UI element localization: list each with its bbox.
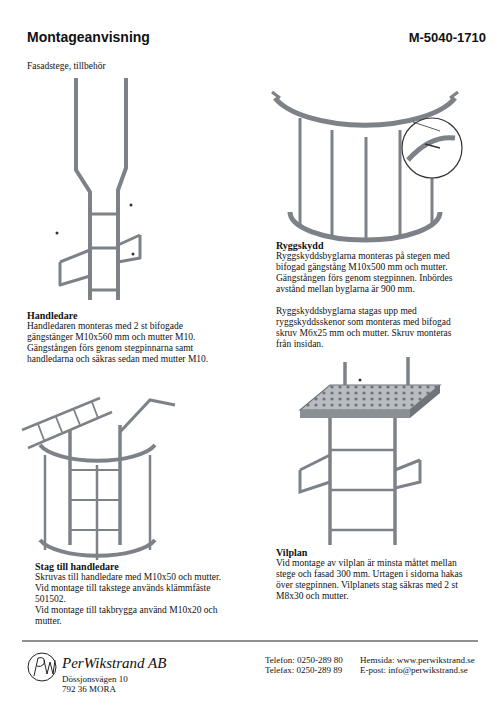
text-section: Fasadstege, tillbehör — [27, 61, 227, 71]
stay-figure — [22, 398, 175, 560]
address-text: 792 36 MORA — [62, 684, 242, 694]
subtitle: Fasadstege, tillbehör — [27, 61, 227, 71]
section-heading: Vilplan — [276, 547, 468, 558]
contact-text: E-post: info@perwikstrand.se — [360, 665, 490, 675]
page-title: Montageanvisning — [27, 29, 150, 45]
logo-mark — [28, 653, 56, 681]
detail-circle — [402, 118, 462, 178]
handrail-figure — [60, 78, 140, 300]
contact-text: Telefax: 0250-289 89 — [265, 665, 360, 675]
text-section: RyggskyddRyggskyddsbyglarna monteras på … — [276, 240, 468, 350]
section-heading: Ryggskydd — [276, 240, 468, 251]
footer-rule — [22, 641, 478, 642]
body-text: Ryggskyddsbyglarna stagas upp med ryggsk… — [276, 306, 468, 350]
doc-number: M-5040-1710 — [406, 30, 486, 45]
body-text: Ryggskyddsbyglarna monteras på stegen me… — [276, 251, 468, 295]
body-text: Handledaren monteras med 2 st bifogade g… — [27, 321, 217, 343]
section-heading: Stag till handledare — [35, 561, 225, 572]
address-text: Dössjonsvägen 10 — [62, 674, 242, 684]
text-section: Stag till handledareSkruvas till handled… — [35, 561, 225, 627]
platform-figure — [300, 357, 440, 545]
text-section: HandledareHandledaren monteras med 2 st … — [27, 310, 217, 365]
text-section: Telefon: 0250-289 80Telefax: 0250-289 89 — [265, 655, 360, 675]
body-text: Vid montage av vilplan är minsta måttet … — [276, 558, 468, 602]
contact-text: Telefon: 0250-289 80 — [265, 655, 360, 665]
text-section: M-5040-1710 — [406, 30, 486, 45]
body-text: Skruvas till handledare med M10x50 och m… — [35, 572, 225, 605]
body-text: Gängstången förs genom stegpinnarna samt… — [27, 343, 217, 365]
body-text: Vid montage till takbrygga använd M10x20… — [35, 605, 225, 627]
section-heading: Handledare — [27, 310, 217, 321]
text-section: PerWikstrand AB Dössjonsvägen 10792 36 MO… — [62, 655, 242, 694]
text-section: VilplanVid montage av vilplan är minsta … — [276, 547, 468, 602]
contact-text: Hemsida: www.perwikstrand.se — [360, 655, 490, 665]
company-name: PerWikstrand AB — [62, 655, 242, 672]
text-section: Hemsida: www.perwikstrand.seE-post: info… — [360, 655, 490, 675]
